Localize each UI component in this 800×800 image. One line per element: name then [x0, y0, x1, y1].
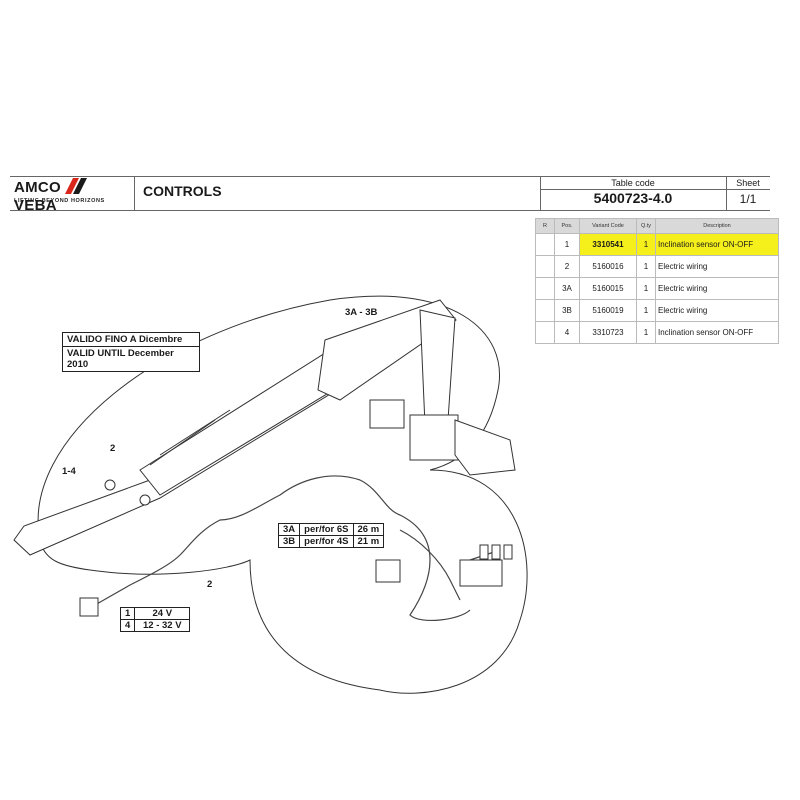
cable-desc: per/for 6S	[299, 523, 354, 536]
callout-3a-3b: 3A - 3B	[345, 307, 378, 318]
cable-pos: 3B	[277, 535, 301, 548]
logo-brand-right: VEBA	[14, 197, 57, 214]
validity-note-en: VALID UNTIL December 2010	[62, 346, 200, 372]
sensor-voltage-table: 1 24 V 4 12 - 32 V	[119, 607, 191, 632]
crane-boom	[13, 299, 516, 556]
table-code-label: Table code	[611, 178, 655, 188]
row-desc: Inclination sensor ON-OFF	[655, 321, 779, 344]
sensor-pos: 4	[119, 619, 136, 632]
table-row: 3A 5160015 1 Electric wiring	[535, 277, 779, 300]
logo-mark-icon	[65, 178, 88, 194]
cable-length: 21 m	[352, 535, 385, 548]
sheet-value: 1/1	[739, 192, 757, 206]
table-row: 3B 5160019 1 Electric wiring	[535, 299, 779, 322]
cable-length-table: 3A per/for 6S 26 m 3B per/for 4S 21 m	[277, 523, 385, 548]
header-divider	[540, 176, 541, 211]
parts-table-header: R Pos. Variant Code Q.ty Description	[535, 218, 779, 234]
row-desc: Inclination sensor ON-OFF	[655, 233, 779, 256]
header-top-rule	[10, 176, 770, 177]
parts-table: R Pos. Variant Code Q.ty Description 1 3…	[535, 218, 779, 344]
table-row: 3A per/for 6S 26 m	[277, 523, 385, 536]
column-header: Description	[655, 218, 779, 234]
company-logo: AMCO VEBA	[14, 178, 134, 214]
column-header: R	[535, 218, 555, 234]
header-divider	[540, 189, 770, 190]
cable-desc: per/for 4S	[299, 535, 354, 548]
callout-1-4: 1-4	[62, 466, 76, 477]
page-title: CONTROLS	[143, 183, 222, 199]
table-row: 4 12 - 32 V	[119, 619, 191, 632]
sensor-voltage: 24 V	[134, 607, 191, 620]
sheet-label: Sheet	[736, 178, 760, 188]
row-code-text: 3310541	[592, 240, 624, 249]
table-code-value: 5400723-4.0	[593, 190, 673, 206]
valve-block	[79, 544, 513, 617]
detail-outline	[37, 295, 528, 694]
cable-length: 26 m	[352, 523, 385, 536]
table-row: 1 3310541 1 Inclination sensor ON-OFF	[535, 233, 779, 256]
table-row: 2 5160016 1 Electric wiring	[535, 255, 779, 278]
table-row: 3B per/for 4S 21 m	[277, 535, 385, 548]
logo-brand-left: AMCO	[14, 179, 62, 196]
logo-tagline: LIFTING BEYOND HORIZONS	[14, 198, 105, 204]
row-code: 3310723	[579, 321, 637, 344]
table-row: 4 3310723 1 Inclination sensor ON-OFF	[535, 321, 779, 344]
column-header: Pos.	[554, 218, 580, 234]
header-divider	[134, 176, 135, 211]
header-divider	[726, 176, 727, 211]
table-row: 1 24 V	[119, 607, 191, 620]
sensor-pos: 1	[119, 607, 136, 620]
callout-2-bottom: 2	[207, 579, 213, 590]
row-qty: 1	[636, 321, 656, 344]
header-bottom-rule	[10, 210, 770, 211]
column-header: Variant Code	[579, 218, 637, 234]
cable-pos: 3A	[277, 523, 301, 536]
sensor-voltage: 12 - 32 V	[134, 619, 191, 632]
callout-2-top: 2	[110, 443, 116, 454]
